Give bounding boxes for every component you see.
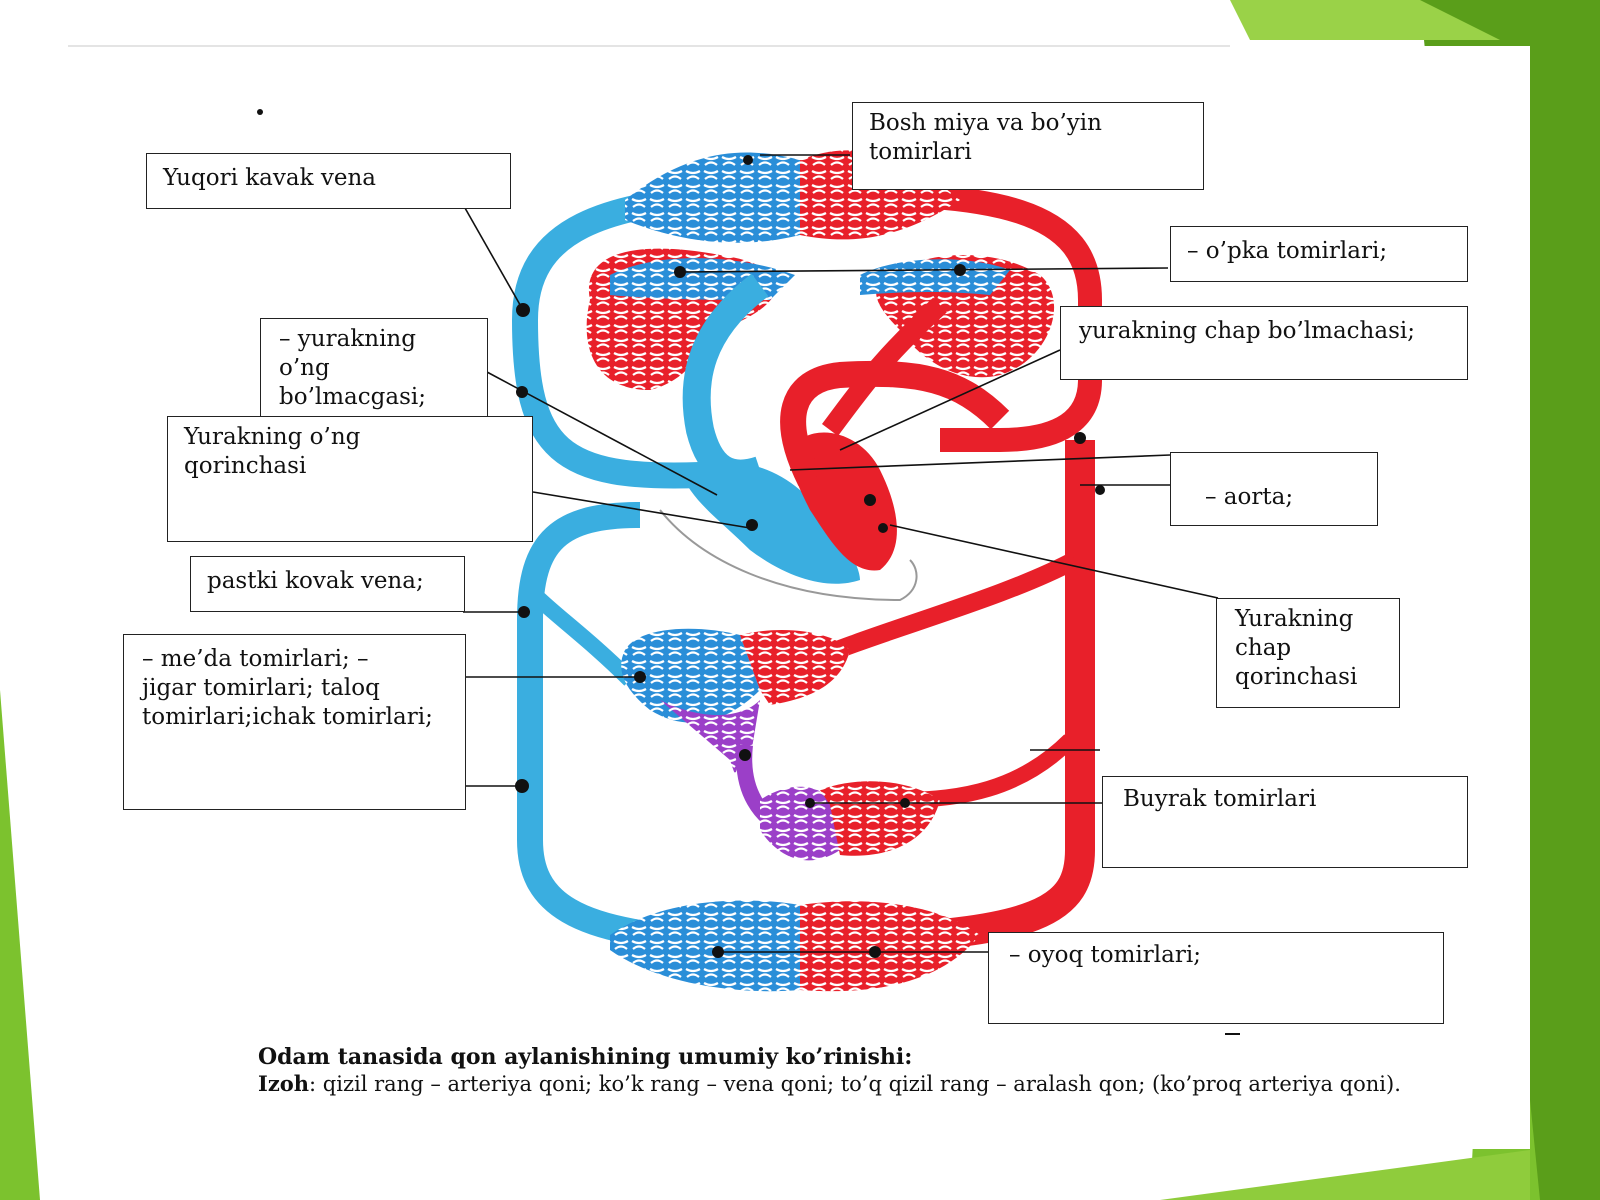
kidney-capillaries-arterial xyxy=(820,781,940,856)
label-meda-tomirlari: – me’da tomirlari; – jigar tomirlari; ta… xyxy=(123,634,466,810)
leg-capillaries-venous xyxy=(610,900,800,992)
heart-right-ventricle xyxy=(680,460,860,584)
label-chap-qorincha: Yurakning chap qorinchasi xyxy=(1216,598,1400,708)
digestive-vein xyxy=(529,589,636,686)
pericardium-outline xyxy=(659,509,918,602)
leg-capillaries-arterial xyxy=(800,901,980,992)
label-ong-bolmacha: – yurakning o’ng bo’lmacgasi; xyxy=(260,318,488,428)
pointer-dots xyxy=(257,109,1105,958)
lung-right-venous xyxy=(860,259,1010,295)
head-capillaries-venous xyxy=(625,152,800,243)
kidney-capillaries-mixed xyxy=(760,786,840,861)
inferior-vena-cava xyxy=(517,502,721,953)
digestive-capillaries-venous xyxy=(621,628,760,723)
caption: Odam tanasida qon aylanishining umumiy k… xyxy=(258,1044,1418,1098)
portal-vein-mixed xyxy=(660,700,760,774)
label-pastki-kovak-vena: pastki kovak vena; xyxy=(190,556,465,612)
label-opka-tomirlari: – o’pka tomirlari; xyxy=(1170,226,1468,282)
digestive-capillaries-arterial xyxy=(740,630,850,705)
label-bosh-miya: Bosh miya va bo’yin tomirlari xyxy=(852,102,1204,190)
label-yuqori-kavak-vena: Yuqori kavak vena xyxy=(146,153,511,209)
caption-note-label: Izoh xyxy=(258,1071,310,1096)
caption-note-text: : qizil rang – arteriya qoni; ko’k rang … xyxy=(309,1072,1401,1096)
renal-artery xyxy=(899,734,1076,808)
caption-note: Izoh: qizil rang – arteriya qoni; ko’k r… xyxy=(258,1070,1418,1098)
label-ong-qorincha: Yurakning o’ng qorinchasi xyxy=(167,416,533,542)
label-aorta: – aorta; xyxy=(1170,452,1378,526)
label-chap-bolmacha: yurakning chap bo’lmachasi; xyxy=(1060,306,1468,380)
caption-title: Odam tanasida qon aylanishining umumiy k… xyxy=(258,1044,913,1070)
label-oyoq-tomirlari: – oyoq tomirlari; xyxy=(988,932,1444,1024)
aortic-arch xyxy=(780,360,1010,486)
label-buyrak-tomirlari: Buyrak tomirlari xyxy=(1102,776,1468,868)
